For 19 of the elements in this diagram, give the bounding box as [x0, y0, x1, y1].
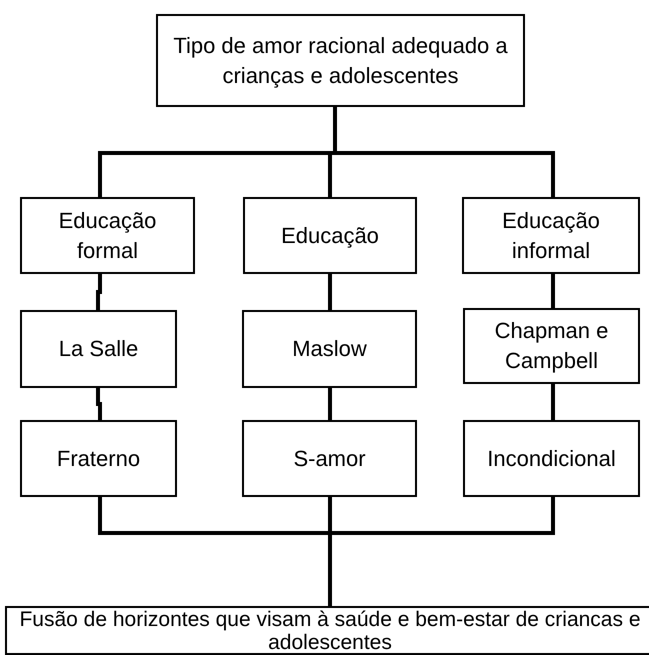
text-box: S-amor [242, 420, 417, 497]
connector-line [328, 388, 332, 420]
text-box: Chapman e Campbell [463, 308, 640, 384]
connector-line [551, 384, 555, 420]
text-box: Maslow [242, 310, 417, 388]
text-box: Educação informal [462, 197, 640, 274]
text-box: Incondicional [463, 420, 640, 497]
text-box: Tipo de amor racional adequado a crianças e adolescentes [156, 14, 525, 107]
text-box: Fraterno [20, 420, 177, 497]
connector-line [328, 274, 332, 310]
connector-line [333, 107, 555, 197]
connector-line [328, 497, 555, 606]
text-box: Educação [243, 197, 417, 274]
text-box: Educação formal [20, 197, 195, 274]
connector-line [96, 274, 102, 310]
connector-line [551, 274, 555, 308]
text-box: La Salle [20, 310, 177, 388]
connector-line [96, 388, 102, 420]
text-box: Fusão de horizontes que visam à saúde e bem-estar de criancas e adolescentes [5, 606, 649, 655]
